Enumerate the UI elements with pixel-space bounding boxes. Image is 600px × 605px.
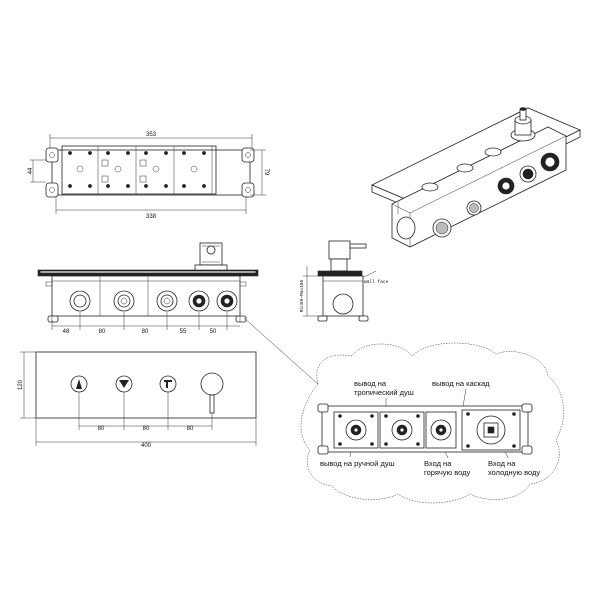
label-hot-line2: горячую воду <box>424 468 471 477</box>
dim-top-right: 79 <box>263 169 269 176</box>
dim-top-width: 353 <box>146 132 157 138</box>
front-dim-3: 80 <box>142 329 149 335</box>
panel-view: 120 80 80 80 400 <box>18 351 257 449</box>
label-hot-line1: Вход на <box>424 459 452 468</box>
callout-leader <box>243 317 319 385</box>
callout-cloud: вывод на тропический душ вывод на каскад… <box>300 342 564 504</box>
label-tropical-line2: тропический душ <box>354 388 414 397</box>
label-cold-line2: холодную воду <box>488 468 540 477</box>
top-view: 353 <box>28 132 269 220</box>
shower-icon <box>76 379 82 389</box>
front-dim-2: 80 <box>99 329 106 335</box>
dim-top-inner: 338 <box>146 214 157 220</box>
dim-top-left: 44 <box>28 167 34 174</box>
front-dim-1: 48 <box>63 329 70 335</box>
wall-face-label: Wall face <box>364 279 389 285</box>
front-dim-5: 50 <box>210 329 217 335</box>
top-view-holes <box>68 151 206 188</box>
panel-dim-2: 80 <box>143 426 150 432</box>
hand-shower-icon <box>164 380 172 388</box>
panel-dim-3: 80 <box>187 426 194 432</box>
side-view: Wall face Min96~Max100 <box>299 240 389 322</box>
label-tropical-line1: вывод на <box>354 379 387 388</box>
label-cold-line1: Вход на <box>488 459 516 468</box>
isometric-view <box>371 107 581 248</box>
label-hand: вывод на ручной душ <box>320 459 395 468</box>
front-dim-4: 55 <box>180 329 187 335</box>
panel-dim-1: 80 <box>98 426 105 432</box>
label-cascade: вывод на каскад <box>432 379 490 388</box>
cascade-icon <box>119 380 129 388</box>
panel-dim-total: 400 <box>141 443 152 449</box>
dim-side-vertical: Min96~Max100 <box>299 279 305 312</box>
front-view: 48 80 80 55 50 <box>37 242 259 335</box>
dim-panel-height: 120 <box>18 379 24 390</box>
